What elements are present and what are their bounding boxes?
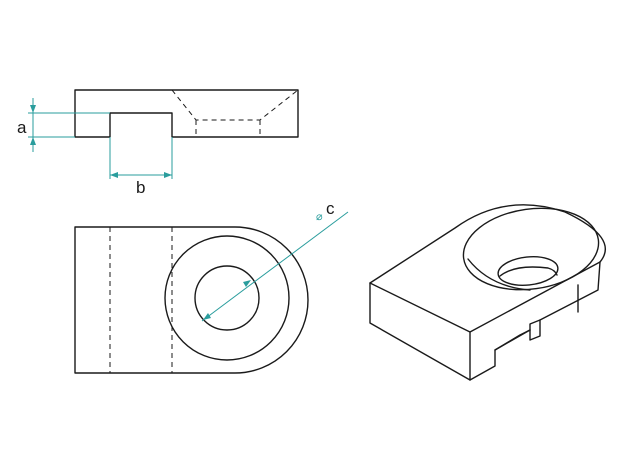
isometric-view — [369, 204, 606, 381]
label-a: a — [17, 118, 27, 137]
front-view — [74, 89, 299, 138]
label-c: c — [326, 199, 335, 218]
dimension-c: ⌀ c — [201, 199, 349, 322]
dimension-a: a — [17, 98, 110, 152]
diameter-symbol: ⌀ — [316, 211, 323, 223]
label-b: b — [136, 178, 145, 197]
top-view — [74, 226, 309, 374]
dimension-b: b — [109, 137, 173, 197]
